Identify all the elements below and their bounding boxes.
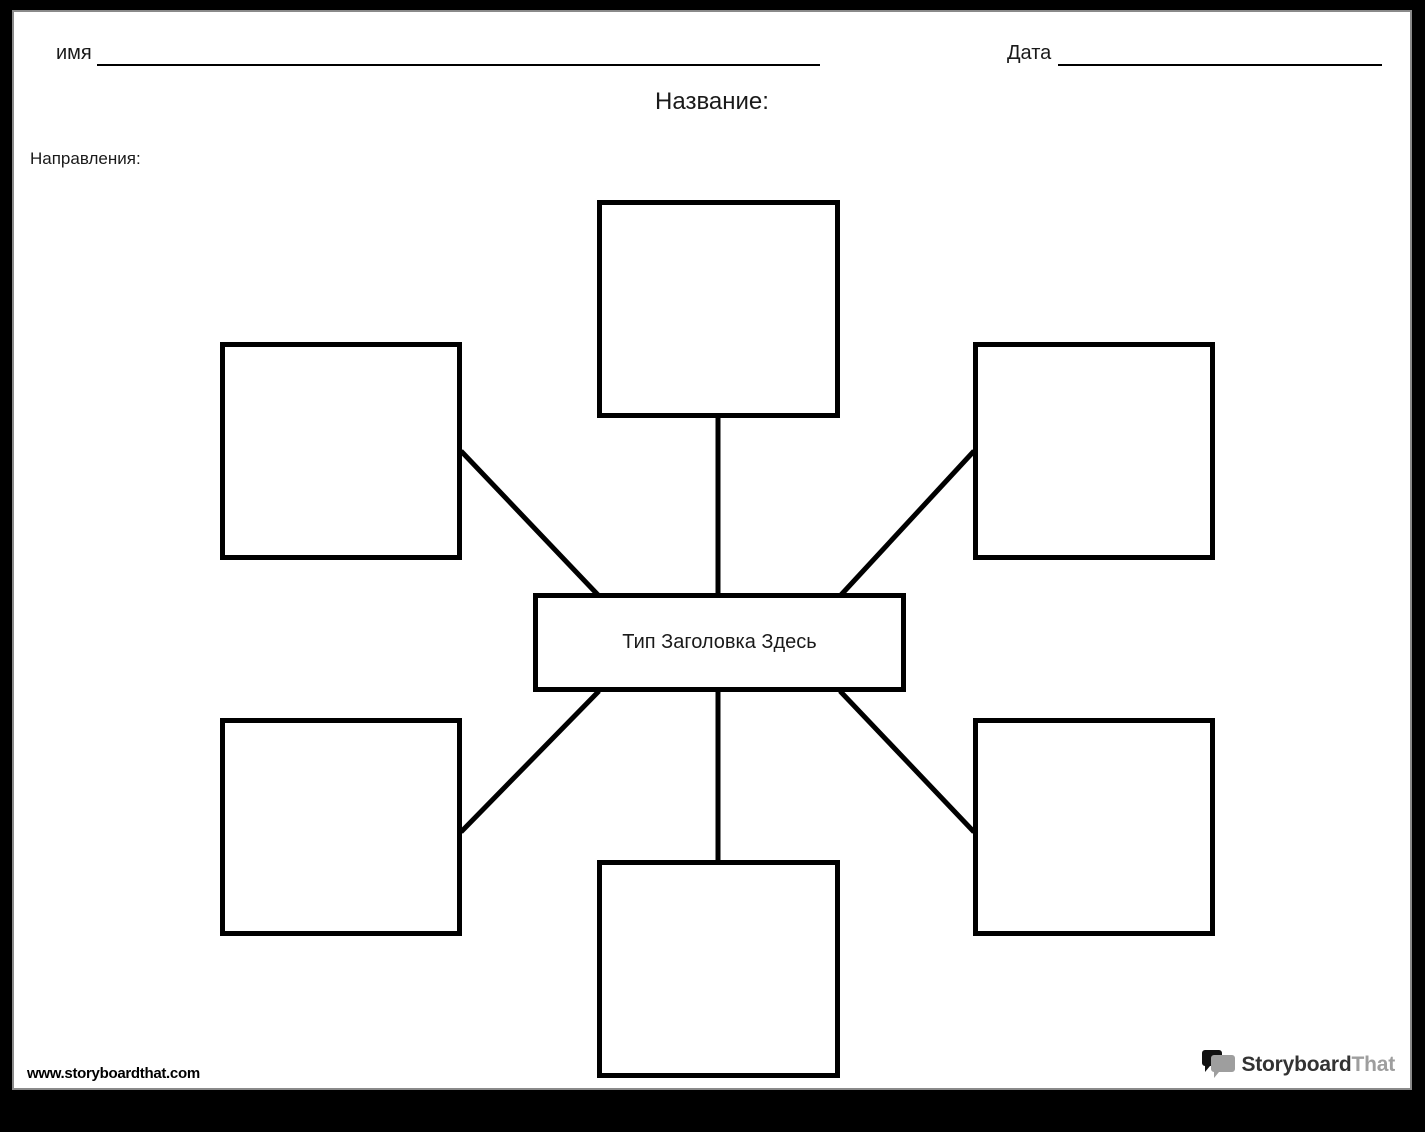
logo-text-that: That (1351, 1052, 1395, 1076)
title-label: Название: (655, 88, 769, 115)
spider-cell-lower-left[interactable] (220, 718, 462, 936)
connector-lower-left-diagonal (459, 689, 601, 834)
logo-text-storyboard: Storyboard (1241, 1052, 1352, 1076)
name-input-line[interactable] (97, 64, 820, 66)
spider-center-title-text: Тип Заголовка Здесь (622, 631, 817, 653)
connector-lower-right-diagonal (838, 689, 976, 834)
directions-label: Направления: (30, 149, 141, 168)
spider-cell-upper-left[interactable] (220, 342, 462, 560)
speech-bubbles-icon (1202, 1050, 1236, 1078)
date-label: Дата (1007, 42, 1052, 64)
date-input-line[interactable] (1058, 64, 1382, 66)
spider-cell-top[interactable] (597, 200, 840, 418)
footer-website-url: www.storyboardthat.com (27, 1065, 200, 1082)
storyboardthat-logo: StoryboardThat (1202, 1049, 1395, 1080)
name-label: имя (56, 42, 92, 64)
spider-cell-lower-right[interactable] (973, 718, 1215, 936)
connector-upper-left-diagonal (459, 449, 601, 598)
connector-upper-right-diagonal (838, 449, 976, 598)
spider-center-title-box[interactable]: Тип Заголовка Здесь (533, 593, 906, 692)
spider-cell-bottom[interactable] (597, 860, 840, 1078)
spider-cell-upper-right[interactable] (973, 342, 1215, 560)
logo-wordmark: StoryboardThat (1241, 1053, 1395, 1077)
